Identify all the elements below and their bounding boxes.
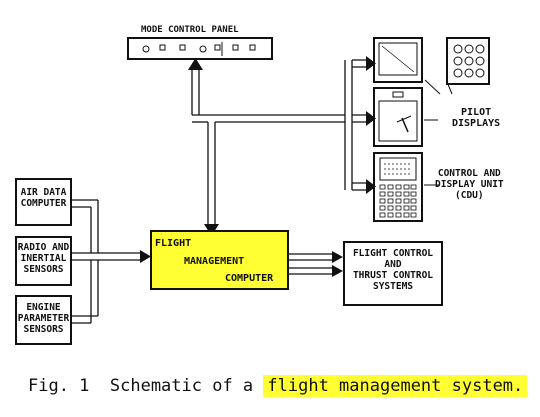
cdu-label: CONTROL AND DISPLAY UNIT (CDU) — [435, 168, 504, 201]
pilot-displays-label: PILOT DISPLAYS — [452, 107, 501, 129]
mode-control-panel-device — [127, 37, 273, 60]
fmc-label-line1: FLIGHT — [155, 238, 192, 249]
attitude-display — [373, 87, 423, 147]
caption-prefix: Fig. 1 Schematic of a — [28, 376, 264, 396]
flight-control-box — [343, 241, 443, 306]
label-leaders — [424, 79, 453, 186]
instrument-cluster — [446, 37, 490, 85]
mode-control-panel-label: MODE CONTROL PANEL — [141, 25, 239, 35]
air-data-computer-box — [15, 178, 72, 226]
cdu-device — [373, 152, 423, 222]
fmc-label-line3: COMPUTER — [225, 273, 274, 284]
fmc-bus — [191, 59, 370, 228]
sensor-lines — [72, 199, 140, 324]
fmc-output-lines — [288, 253, 332, 275]
fmc-label-line2: MANAGEMENT — [184, 256, 245, 267]
engine-parameter-label: ENGINE PARAMETER SENSORS — [17, 302, 70, 335]
radio-inertial-box — [15, 236, 72, 286]
engine-parameter-box — [15, 295, 72, 345]
radio-inertial-label: RADIO AND INERTIAL SENSORS — [17, 242, 70, 275]
flight-management-computer-box — [150, 230, 289, 290]
air-data-computer-label: AIR DATA COMPUTER — [20, 187, 67, 209]
caption-highlight: flight management system. — [263, 375, 528, 397]
figure-caption: Fig. 1 Schematic of a flight management … — [28, 375, 528, 397]
flight-control-label: FLIGHT CONTROL AND THRUST CONTROL SYSTEM… — [352, 248, 434, 292]
pilot-display-monitor — [373, 37, 423, 83]
